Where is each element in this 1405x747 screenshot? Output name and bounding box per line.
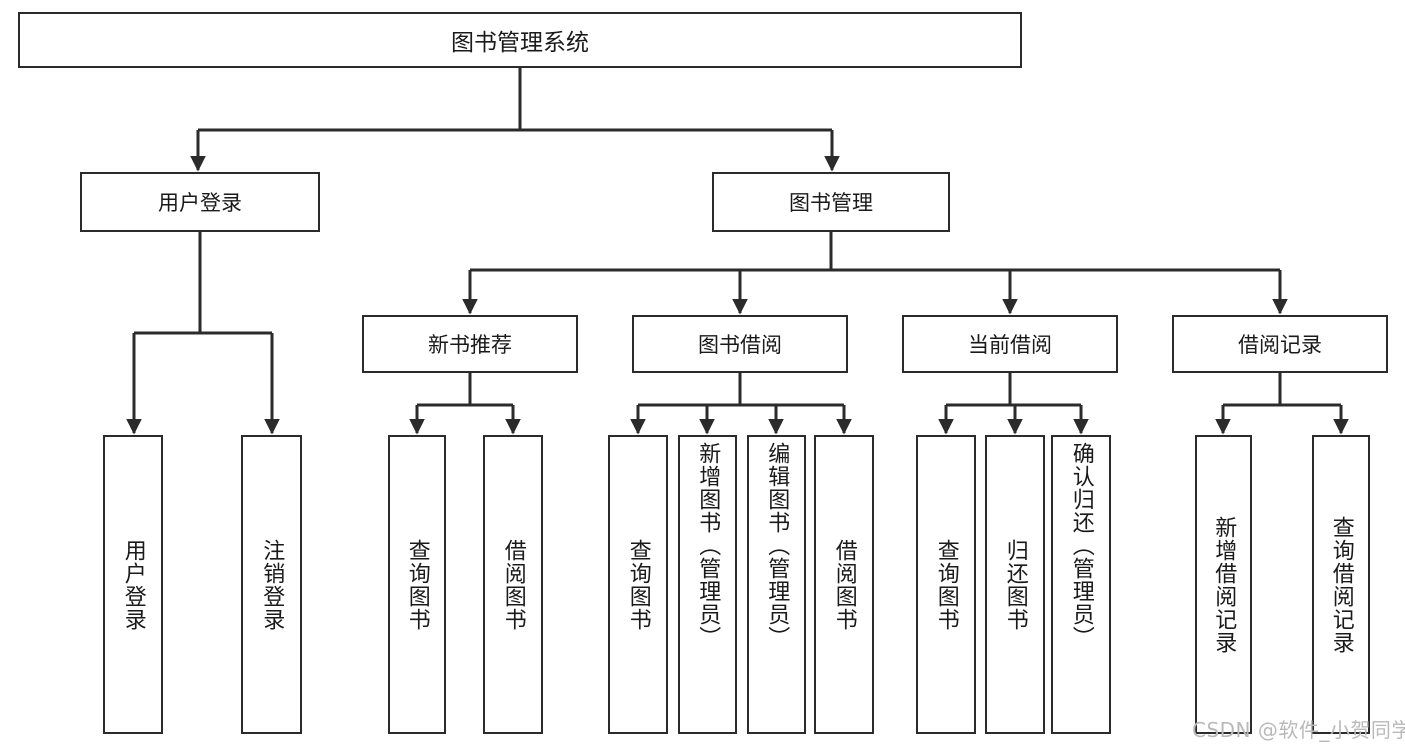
node-level3-label-3: 借阅记录 — [1238, 333, 1322, 357]
leaf-node-11[interactable]: 新增借阅记录 — [1195, 435, 1252, 734]
node-level3-0[interactable]: 新书推荐 — [362, 315, 578, 373]
leaf-node-9[interactable]: 归还图书 — [985, 435, 1045, 734]
leaf-node-label-3: 借阅图书 — [500, 538, 526, 631]
node-level2-label-1: 图书管理 — [789, 191, 873, 215]
leaf-node-3[interactable]: 借阅图书 — [483, 435, 543, 734]
node-root-label: 图书管理系统 — [451, 30, 589, 56]
leaf-node-label-6: 编辑图书（管理员） — [764, 442, 790, 649]
leaf-node-6[interactable]: 编辑图书（管理员） — [747, 435, 806, 734]
leaf-node-label-1: 注销登录 — [259, 538, 285, 631]
watermark: CSDN @软件_小贺同学 — [1192, 718, 1405, 742]
leaf-node-label-0: 用户登录 — [120, 538, 146, 631]
leaf-node-2[interactable]: 查询图书 — [388, 435, 446, 734]
leaf-node-7[interactable]: 借阅图书 — [814, 435, 874, 734]
node-level3-2[interactable]: 当前借阅 — [902, 315, 1118, 373]
node-level2-label-0: 用户登录 — [158, 191, 242, 215]
node-level3-1[interactable]: 图书借阅 — [632, 315, 848, 373]
leaf-node-12[interactable]: 查询借阅记录 — [1312, 435, 1370, 734]
leaf-node-8[interactable]: 查询图书 — [916, 435, 976, 734]
node-level3-3[interactable]: 借阅记录 — [1172, 315, 1388, 373]
leaf-node-10[interactable]: 确认归还（管理员） — [1051, 435, 1111, 734]
leaf-node-label-10: 确认归还（管理员） — [1068, 442, 1094, 649]
node-level2-1[interactable]: 图书管理 — [712, 172, 950, 232]
leaf-node-label-5: 新增图书（管理员） — [695, 442, 721, 649]
leaf-node-label-11: 新增借阅记录 — [1211, 515, 1237, 654]
node-level3-label-1: 图书借阅 — [698, 333, 782, 357]
node-root[interactable]: 图书管理系统 — [18, 12, 1022, 68]
leaf-node-label-7: 借阅图书 — [831, 538, 857, 631]
node-level2-0[interactable]: 用户登录 — [80, 172, 320, 232]
leaf-node-5[interactable]: 新增图书（管理员） — [678, 435, 737, 734]
node-level3-label-2: 当前借阅 — [968, 333, 1052, 357]
node-level3-label-0: 新书推荐 — [428, 333, 512, 357]
leaf-node-label-9: 归还图书 — [1002, 538, 1028, 631]
leaf-node-0[interactable]: 用户登录 — [103, 435, 163, 734]
leaf-node-label-8: 查询图书 — [933, 538, 959, 631]
leaf-node-4[interactable]: 查询图书 — [608, 435, 668, 734]
leaf-node-label-2: 查询图书 — [404, 538, 430, 631]
leaf-node-label-12: 查询借阅记录 — [1328, 515, 1354, 654]
leaf-node-label-4: 查询图书 — [625, 538, 651, 631]
leaf-node-1[interactable]: 注销登录 — [241, 435, 302, 734]
